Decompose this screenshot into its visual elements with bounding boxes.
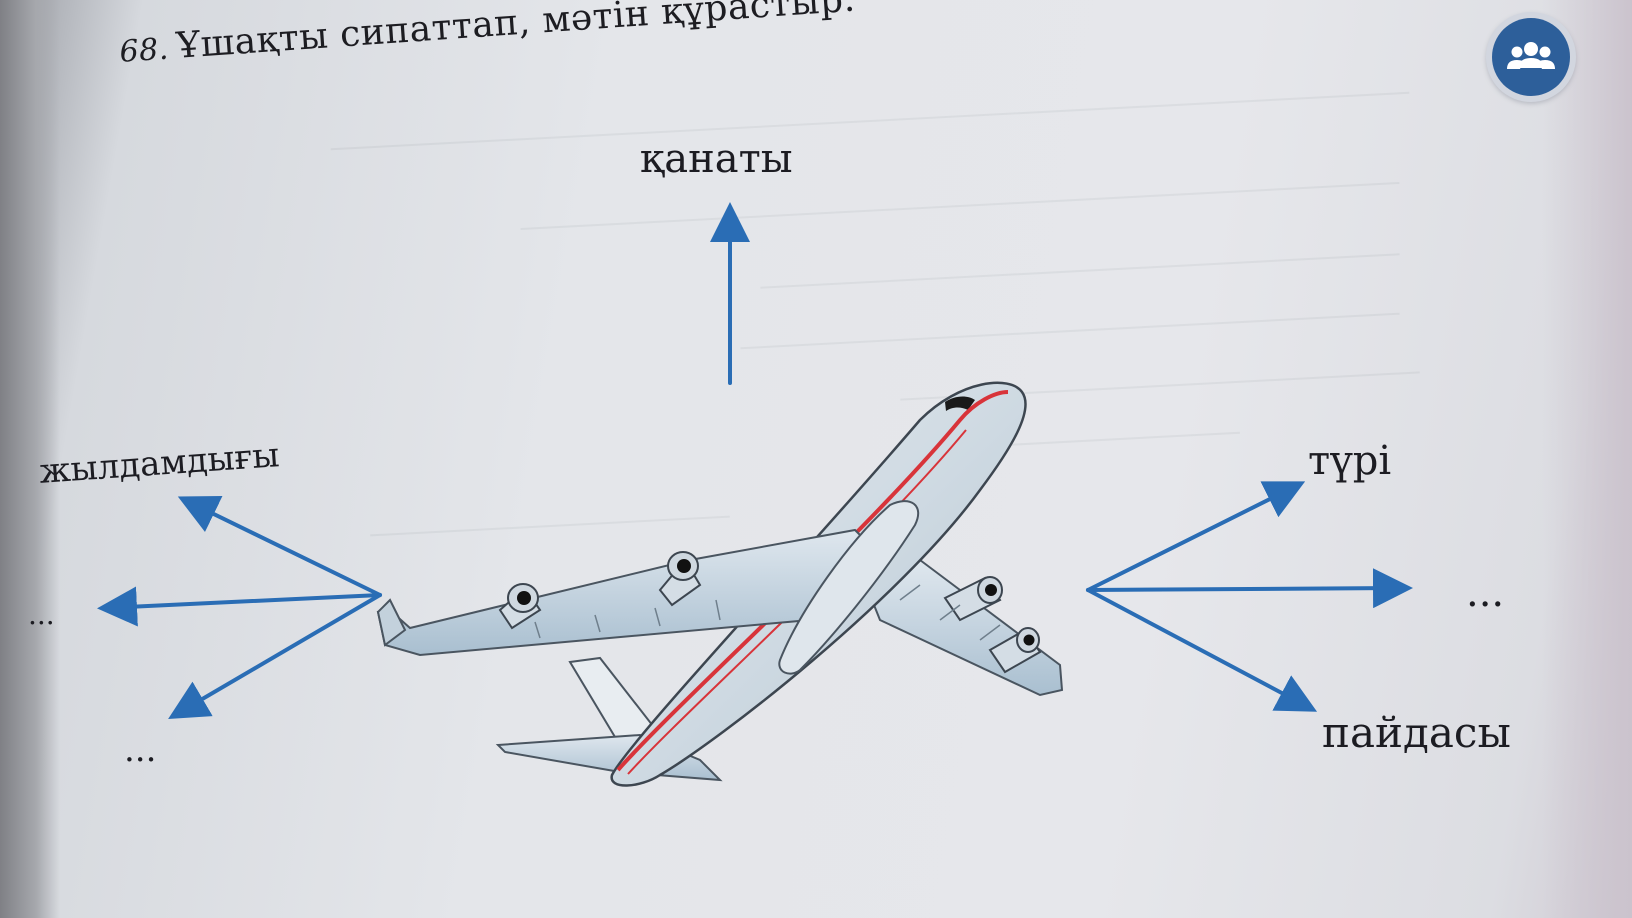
wing-panel-lines xyxy=(534,599,721,639)
arrow-right-middle xyxy=(1086,568,1413,609)
winglet xyxy=(376,598,407,647)
cockpit-window xyxy=(945,396,975,411)
label-left-middle: ... xyxy=(28,598,55,631)
arrow-left-top xyxy=(177,496,382,597)
arrow-left-middle xyxy=(97,586,382,627)
arrows xyxy=(97,202,1413,720)
label-wing: қанаты xyxy=(640,136,793,182)
engine xyxy=(988,627,1042,674)
engine xyxy=(498,583,542,630)
arrow-left-bottom xyxy=(168,593,382,720)
wing-panel-lines xyxy=(899,584,1001,641)
group-icon xyxy=(1507,42,1555,69)
wing-fairing xyxy=(778,500,920,675)
airplane-illustration xyxy=(376,381,1064,787)
engine xyxy=(658,551,702,607)
engine xyxy=(943,576,1003,622)
arrow-right-bottom xyxy=(1086,588,1318,712)
label-benefit: пайдасы xyxy=(1322,708,1511,757)
arrow-right-top xyxy=(1086,481,1306,592)
page-edge-shadow xyxy=(1542,0,1632,918)
group-work-badge xyxy=(1492,18,1570,96)
label-right-middle: ... xyxy=(1466,570,1505,616)
book-gutter-shadow xyxy=(0,0,60,918)
label-type: түрі xyxy=(1308,438,1392,484)
label-left-bottom: ... xyxy=(124,730,157,770)
fuselage-stripe xyxy=(616,390,1009,772)
